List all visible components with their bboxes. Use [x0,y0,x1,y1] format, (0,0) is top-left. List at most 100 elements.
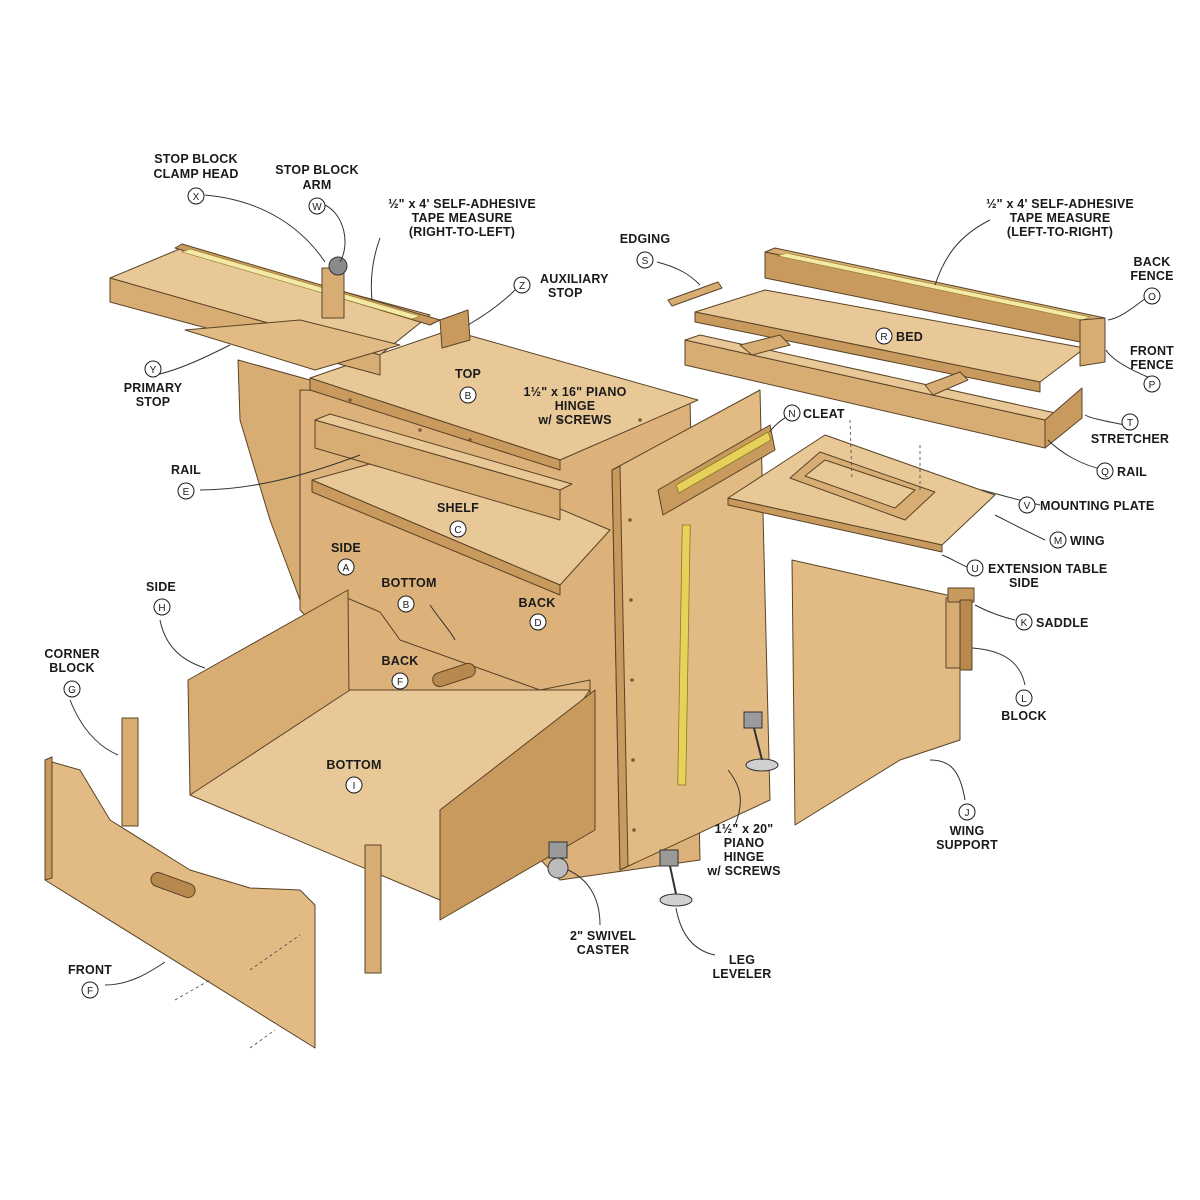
hinge20-line3: HINGE [724,850,765,864]
callout-y-line1: PRIMARY [124,381,183,395]
callout-c-line1: SHELF [437,501,479,515]
callout-e-line1: RAIL [171,463,201,477]
callout-l-line1: BLOCK [1001,709,1046,723]
callout-j-line2: SUPPORT [936,838,998,852]
callout-z-line2: STOP [548,286,583,300]
corner-block-left [121,717,139,827]
leg-leveler-2 [743,711,779,772]
cabinet-shelf-edge [311,479,561,596]
callout-o-line1: BACK [1134,255,1171,269]
caster-line1: 2" SWIVEL [570,929,636,943]
stop-block-clamp-head [328,256,348,276]
caster-line2: CASTER [577,943,630,957]
callout-j-id: J [965,808,970,819]
callout-back-f-id: F [397,677,403,688]
piano-hinge-20 [677,524,691,786]
callout-n-line1: CLEAT [803,407,845,421]
wing-support-j [791,559,961,826]
callout-e-id: E [183,487,190,498]
door-screw-holes [628,518,636,832]
saddle-k-face [959,599,973,671]
hinge16-line3: w/ SCREWS [537,413,611,427]
callout-bottom-b-line1: BOTTOM [381,576,436,590]
hinge20-line2: PIANO [724,836,765,850]
callout-bottom-b-id: B [403,600,410,611]
callout-d-id: D [534,618,541,629]
callout-v-id: V [1024,501,1031,512]
callout-u-line2: SIDE [1009,576,1039,590]
callout-k-line1: SADDLE [1036,616,1089,630]
callout-front-f-line1: FRONT [68,963,112,977]
drawer-assembly [187,589,596,921]
callout-c-id: C [454,525,461,536]
svg-text:CLAMP HEAD: CLAMP HEAD [153,167,238,181]
hinge20-line1: 1½" x 20" [715,822,774,836]
callout-w-line1: STOP BLOCK [275,163,359,177]
auxiliary-stop-block [439,309,471,349]
callout-i-line1: BOTTOM [326,758,381,772]
drawer-right-side [439,689,596,921]
tape-rtl-line2: TAPE MEASURE [412,211,513,225]
callout-o-id: O [1148,292,1156,303]
callout-n-id: N [788,409,795,420]
wing-assembly [727,419,996,553]
leg-leveler [659,849,693,907]
drawer-front-panel [44,756,316,1049]
callout-l-id: L [1021,694,1027,705]
callout-u-id: U [971,564,978,575]
wing-support-assembly [791,559,975,826]
callout-v-line1: MOUNTING PLATE [1040,499,1154,513]
callout-g-line1: CORNER [44,647,99,661]
hinge16-line1: 1½" x 16" PIANO [523,385,626,399]
tape-rtl-line1: ½" x 4' SELF-ADHESIVE [388,197,536,211]
front-screws [174,934,301,1049]
callout-g-id: G [68,685,76,696]
callout-r-id: R [880,332,887,343]
callout-labels: STOP BLOCK CLAMP HEAD X STOP BLOCK ARM W… [44,152,1174,999]
callout-o-line2: FENCE [1130,269,1173,283]
leader-lines [69,194,1156,986]
drawer-back-handle-slot [432,662,476,688]
callout-front-f-id: F [87,986,93,997]
callout-q-line1: RAIL [1117,465,1147,479]
callout-p-line1: FRONT [1130,344,1174,358]
callout-x-line2: CLAMP HEAD [153,167,238,181]
callout-m-id: M [1054,536,1062,547]
front-handle-slot [150,872,196,898]
right-tape-measure [776,252,1092,321]
cabinet-rail-e-top [314,413,573,491]
right-front-fence [1079,317,1106,367]
top-screw-holes [348,398,642,442]
swivel-caster [547,841,569,879]
callout-i-id: I [353,781,356,792]
right-frame-cross [739,334,791,356]
callout-m-line1: WING [1070,534,1105,548]
hinge20-line4: w/ SCREWS [706,864,780,878]
tape-ltr-line3: (LEFT-TO-RIGHT) [1007,225,1113,239]
left-fence-assembly [109,243,471,376]
callout-k-id: K [1021,618,1028,629]
callout-d-line1: BACK [519,596,556,610]
cabinet-top-edge [309,377,561,471]
tape-rtl-line3: (RIGHT-TO-LEFT) [409,225,515,239]
right-stretcher-t [1044,387,1083,449]
cabinet-door-edge [611,465,629,871]
callout-t-line1: STRETCHER [1091,432,1169,446]
callout-x-line1: STOP BLOCK [154,152,238,166]
leveler-line2: LEVELER [712,967,771,981]
callout-w-line2: ARM [302,178,331,192]
mounting-plate-inner [804,459,916,509]
callout-h-line1: SIDE [146,580,176,594]
svg-text:STOP BLOCK: STOP BLOCK [154,152,238,166]
hinge16-line2: HINGE [555,399,596,413]
right-bed-edge [694,311,1041,393]
callout-a-line1: SIDE [331,541,361,555]
callout-u-line1: EXTENSION TABLE [988,562,1107,576]
callout-a-id: A [343,563,350,574]
callout-z-id: Z [519,281,525,292]
callout-h-id: H [158,603,165,614]
callout-p-id: P [1149,380,1156,391]
wing-m-edge [727,497,943,553]
callout-x-id: X [193,192,200,203]
